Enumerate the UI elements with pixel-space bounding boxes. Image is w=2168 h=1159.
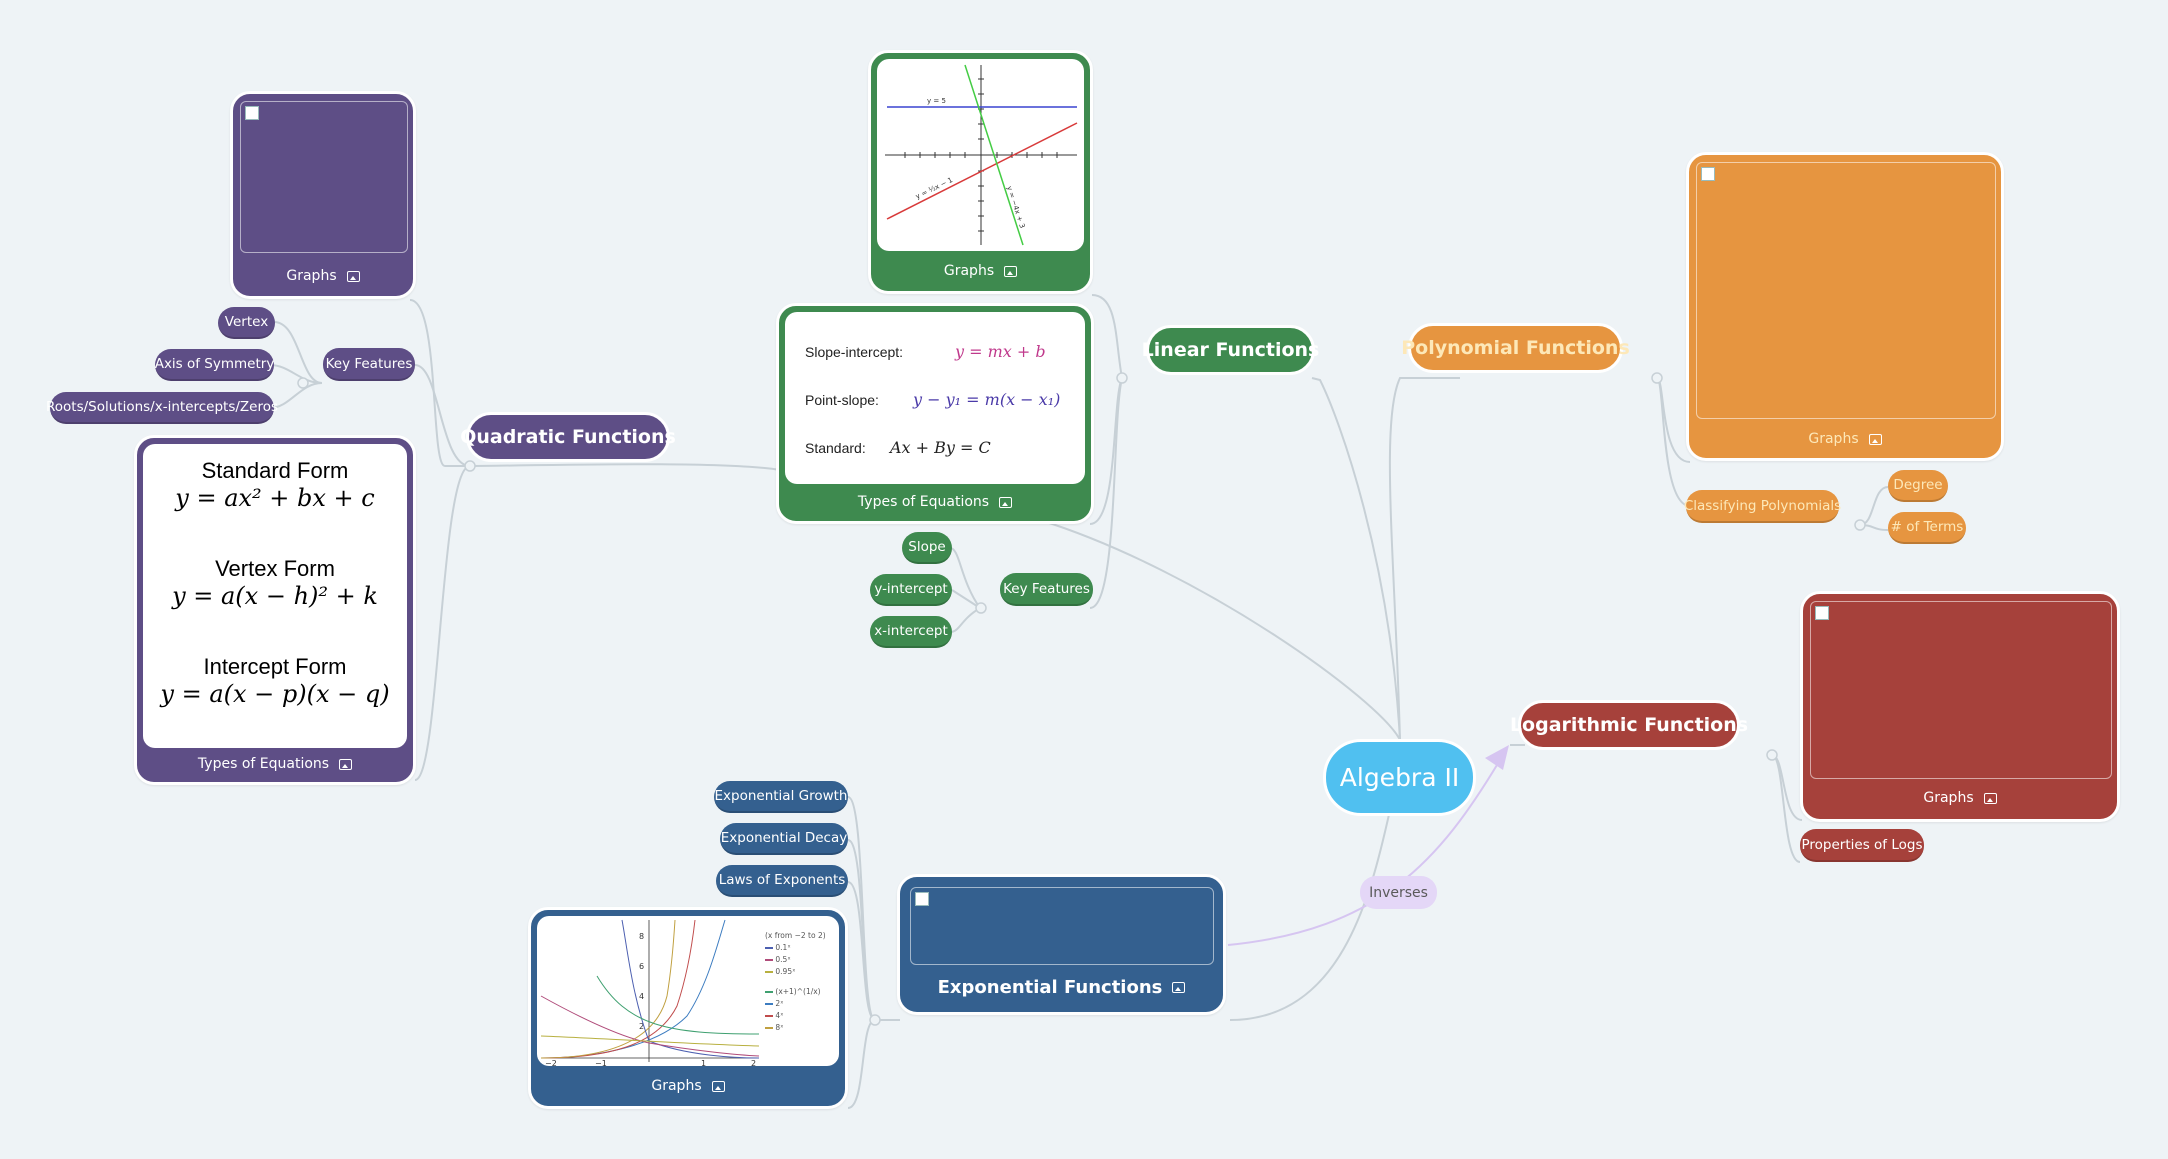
x-tick-2: 2 (751, 1059, 756, 1066)
logarithmic-functions-topic[interactable]: Logarithmic Functions (1510, 700, 1748, 750)
quadratic-feature-roots[interactable]: Roots/Solutions/x-intercepts/Zeros (46, 392, 278, 424)
linear-graphs-card[interactable]: y = 5 y = ½x − 1 y = −4x + 3 Graphs (868, 50, 1093, 294)
logarithmic-graph-image (1810, 601, 2112, 779)
inverses-label[interactable]: Inverses (1360, 876, 1437, 909)
image-icon (1172, 982, 1186, 993)
polynomial-graphs-caption: Graphs (1689, 431, 2001, 447)
polynomial-graphs-card[interactable]: Graphs (1686, 152, 2004, 461)
standard-form: Standard Form y = ax² + bx + c (175, 458, 375, 512)
legend-entry: 8ˣ (765, 1022, 826, 1034)
linear-key-features[interactable]: Key Features (1000, 573, 1093, 606)
quadratic-forms-card[interactable]: Standard Form y = ax² + bx + c Vertex Fo… (134, 435, 416, 785)
quadratic-graphs-card[interactable]: Graphs (230, 91, 416, 299)
properties-of-logs[interactable]: Properties of Logs (1800, 829, 1924, 862)
exponential-graph-image (910, 887, 1214, 965)
equation-standard-name: Standard: (805, 440, 866, 456)
quadratic-forms-caption: Types of Equations (137, 756, 413, 772)
image-icon (339, 758, 353, 770)
polynomial-graph-image (1696, 162, 1996, 419)
logarithmic-functions-label: Logarithmic Functions (1509, 714, 1749, 736)
x-tick-neg2: −2 (545, 1059, 557, 1066)
quadratic-feature-axis-of-symmetry[interactable]: Axis of Symmetry (155, 349, 274, 381)
vertex-form: Vertex Form y = a(x − h)² + k (172, 556, 378, 610)
exponential-functions-label: Exponential Functions (900, 977, 1223, 998)
linear-equations-caption: Types of Equations (779, 494, 1091, 510)
exponential-decay[interactable]: Exponential Decay (720, 823, 848, 855)
y-tick-2: 2 (639, 1022, 644, 1031)
linear-functions-label: Linear Functions (1141, 339, 1320, 361)
broken-image-icon (1701, 167, 1715, 181)
equation-slope-intercept: y = mx + b (955, 342, 1046, 361)
legend-entry: 4ˣ (765, 1010, 826, 1022)
equation-standard: Ax + By = C (890, 438, 991, 457)
exponential-growth[interactable]: Exponential Growth (714, 781, 848, 813)
linear-feature-x-intercept[interactable]: x-intercept (870, 616, 952, 648)
laws-of-exponents[interactable]: Laws of Exponents (716, 865, 848, 897)
quadratic-functions-label: Quadratic Functions (460, 426, 676, 448)
linear-equations-box: Slope-intercept: y = mx + b Point-slope:… (785, 312, 1085, 484)
legend-entry: 0.1ˣ (765, 942, 826, 954)
logarithmic-graphs-card[interactable]: Graphs (1800, 591, 2120, 822)
legend-entry: 0.5ˣ (765, 954, 826, 966)
image-icon (999, 496, 1013, 508)
linear-feature-slope[interactable]: Slope (902, 532, 952, 564)
equation-point-slope-name: Point-slope: (805, 392, 879, 408)
quadratic-graphs-caption: Graphs (233, 268, 413, 284)
equation-slope-intercept-name: Slope-intercept: (805, 344, 904, 360)
exponential-graph-image: −2 −1 1 2 2 4 6 8 (x from −2 to 2) 0. (537, 916, 839, 1066)
linear-graphs-caption: Graphs (871, 263, 1090, 279)
linear-equations-card[interactable]: Slope-intercept: y = mx + b Point-slope:… (776, 303, 1094, 524)
classifying-degree[interactable]: Degree (1888, 470, 1948, 502)
linear-graph-image: y = 5 y = ½x − 1 y = −4x + 3 (877, 59, 1084, 251)
logarithmic-graphs-caption: Graphs (1803, 790, 2117, 806)
exponential-graphs-card[interactable]: −2 −1 1 2 2 4 6 8 (x from −2 to 2) 0. (528, 907, 848, 1109)
y-tick-6: 6 (639, 962, 644, 971)
intercept-form: Intercept Form y = a(x − p)(x − q) (160, 654, 390, 708)
y-tick-4: 4 (639, 992, 644, 1001)
image-icon (711, 1080, 725, 1092)
broken-image-icon (245, 106, 259, 120)
exponential-graph-legend: (x from −2 to 2) 0.1ˣ 0.5ˣ 0.95ˣ (x+1)^(… (765, 931, 826, 1034)
image-icon (1004, 265, 1018, 277)
broken-image-icon (1815, 606, 1829, 620)
y-tick-8: 8 (639, 932, 644, 941)
polynomial-functions-topic[interactable]: Polynomial Functions (1401, 323, 1630, 373)
image-icon (1868, 433, 1882, 445)
legend-entry: 0.95ˣ (765, 966, 826, 978)
quadratic-functions-topic[interactable]: Quadratic Functions (460, 412, 676, 462)
equation-point-slope: y − y₁ = m(x − x₁) (913, 390, 1061, 409)
broken-image-icon (915, 892, 929, 906)
quadratic-key-features[interactable]: Key Features (323, 348, 415, 381)
central-topic[interactable]: Algebra II (1323, 739, 1476, 816)
legend-entry: 2ˣ (765, 998, 826, 1010)
linear-functions-topic[interactable]: Linear Functions (1142, 325, 1319, 375)
quadratic-feature-vertex[interactable]: Vertex (218, 307, 275, 339)
image-icon (1983, 792, 1997, 804)
quadratic-graph-image (240, 101, 408, 253)
image-icon (346, 270, 360, 282)
exponential-graphs-caption: Graphs (531, 1078, 845, 1094)
x-tick-neg1: −1 (595, 1059, 607, 1066)
linear-graph-label-blue: y = 5 (927, 97, 946, 105)
classifying-number-of-terms[interactable]: # of Terms (1888, 512, 1966, 544)
classifying-polynomials[interactable]: Classifying Polynomials (1684, 490, 1841, 523)
polynomial-functions-label: Polynomial Functions (1401, 337, 1630, 359)
central-topic-label: Algebra II (1339, 763, 1460, 792)
linear-feature-y-intercept[interactable]: y-intercept (870, 574, 952, 606)
quadratic-forms-box: Standard Form y = ax² + bx + c Vertex Fo… (143, 444, 407, 748)
exponential-functions-topic[interactable]: Exponential Functions (897, 874, 1226, 1015)
legend-entry: (x+1)^(1/x) (765, 986, 826, 998)
x-tick-1: 1 (701, 1059, 706, 1066)
